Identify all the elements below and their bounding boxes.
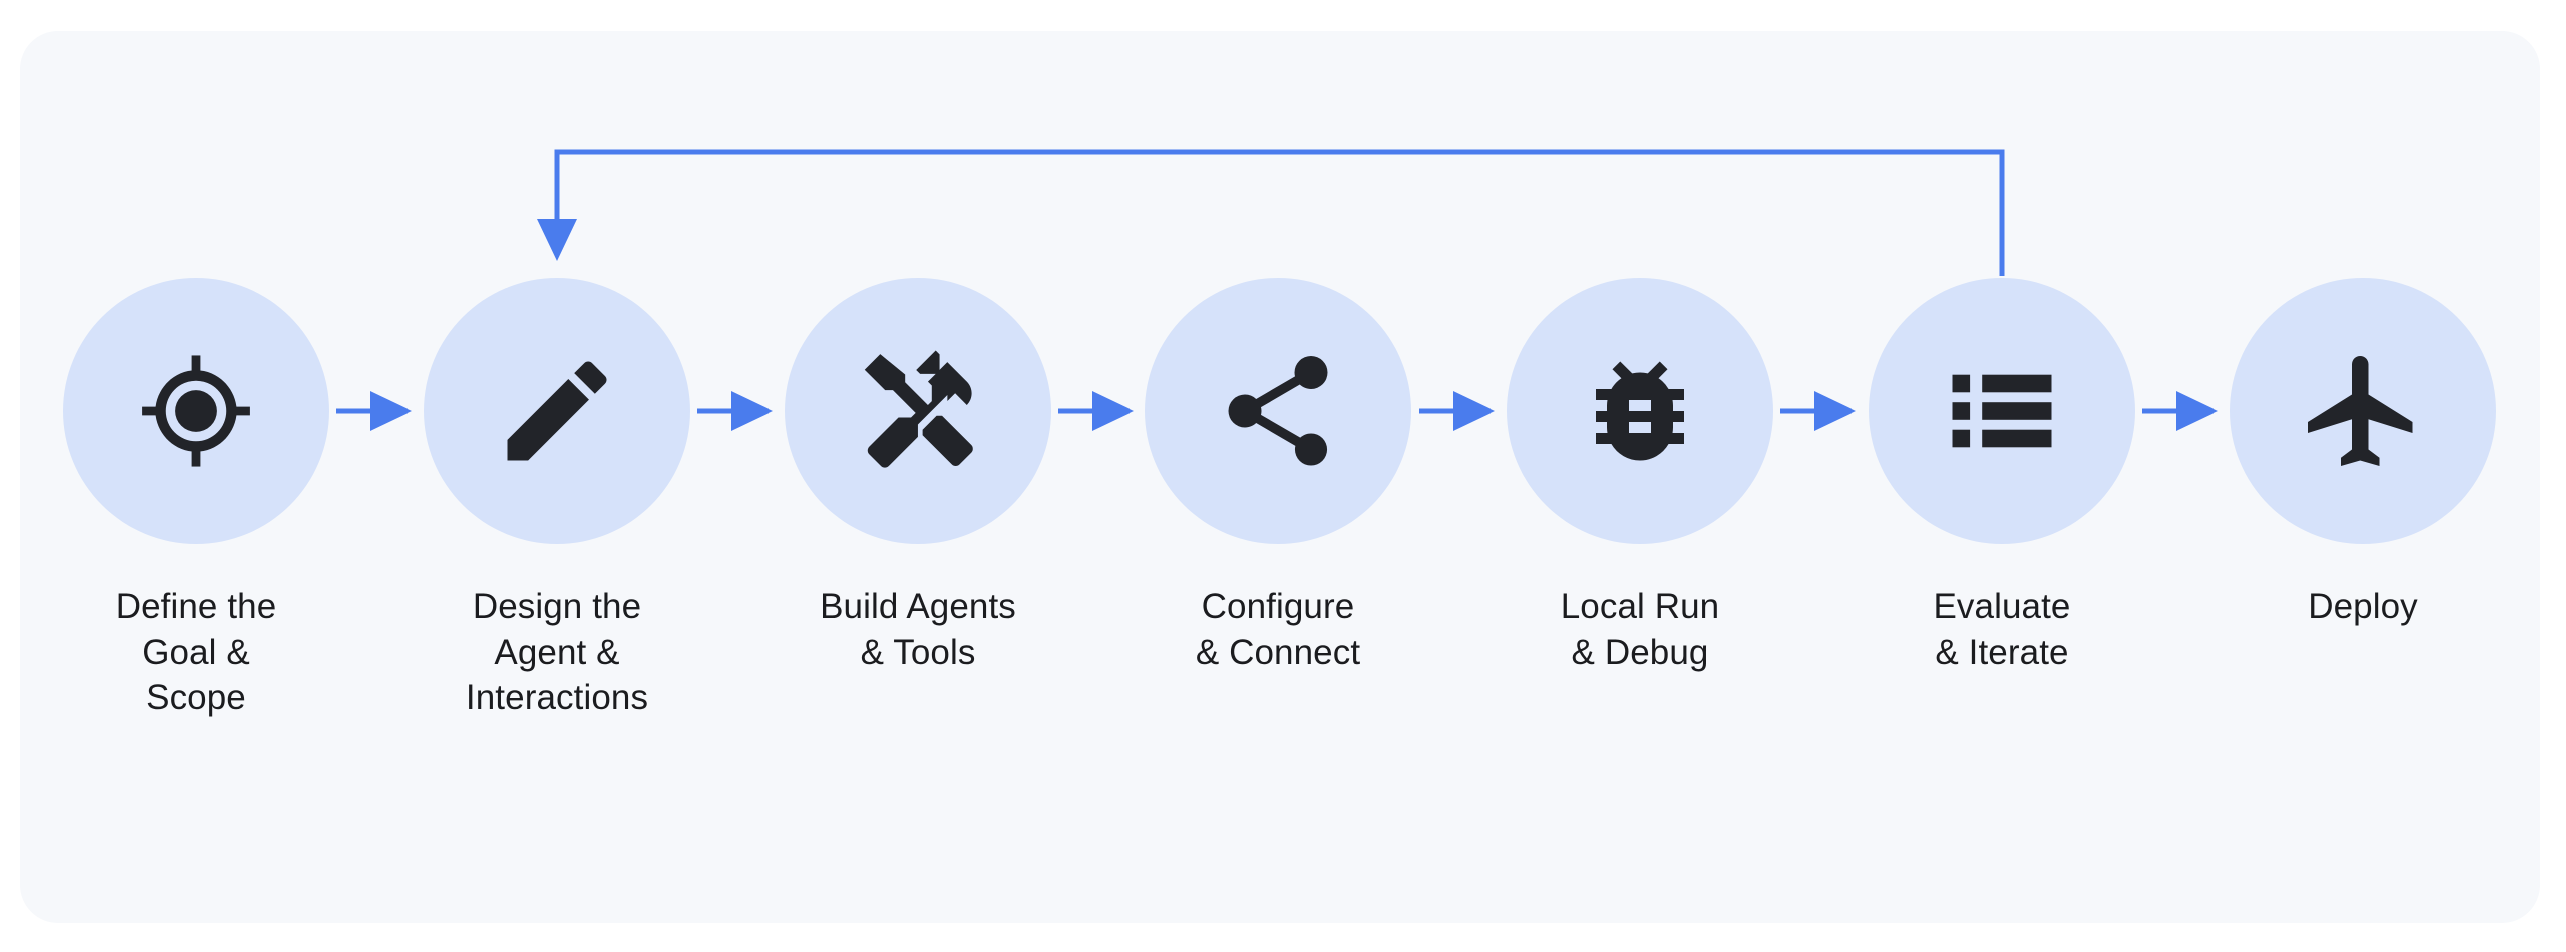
step-label: Local Run & Debug — [1560, 587, 1720, 672]
airplane-flight-icon — [2297, 345, 2429, 477]
step-circle[interactable] — [1507, 278, 1773, 544]
step-local-run-and-debug[interactable]: Local Run & Debug — [1507, 278, 1773, 675]
step-label: Deploy — [2308, 587, 2418, 626]
pencil-edit-icon — [491, 345, 623, 477]
step-label: Build Agents & Tools — [820, 587, 1016, 672]
list-icon — [1936, 345, 2068, 477]
step-circle[interactable] — [63, 278, 329, 544]
hammer-wrench-icon — [852, 345, 984, 477]
step-configure-and-connect[interactable]: Configure & Connect — [1145, 278, 1411, 675]
step-build-agents-and-tools[interactable]: Build Agents & Tools — [785, 278, 1051, 675]
step-deploy[interactable]: Deploy — [2230, 278, 2496, 630]
step-design-the-agent-and-interactions[interactable]: Design the Agent & Interactions — [424, 278, 690, 721]
bug-icon — [1574, 345, 1706, 477]
step-label: Define the Goal & Scope — [115, 587, 277, 717]
share-nodes-icon — [1212, 345, 1344, 477]
step-circle[interactable] — [2230, 278, 2496, 544]
step-evaluate-and-iterate[interactable]: Evaluate & Iterate — [1869, 278, 2135, 675]
step-label: Configure & Connect — [1195, 587, 1361, 672]
crosshair-target-icon — [130, 345, 262, 477]
step-define-the-goal-and-scope[interactable]: Define the Goal & Scope — [63, 278, 329, 721]
step-circle[interactable] — [785, 278, 1051, 544]
step-label: Evaluate & Iterate — [1933, 587, 2071, 672]
step-circle[interactable] — [1869, 278, 2135, 544]
step-circle[interactable] — [1145, 278, 1411, 544]
step-label: Design the Agent & Interactions — [465, 587, 649, 717]
step-circle[interactable] — [424, 278, 690, 544]
